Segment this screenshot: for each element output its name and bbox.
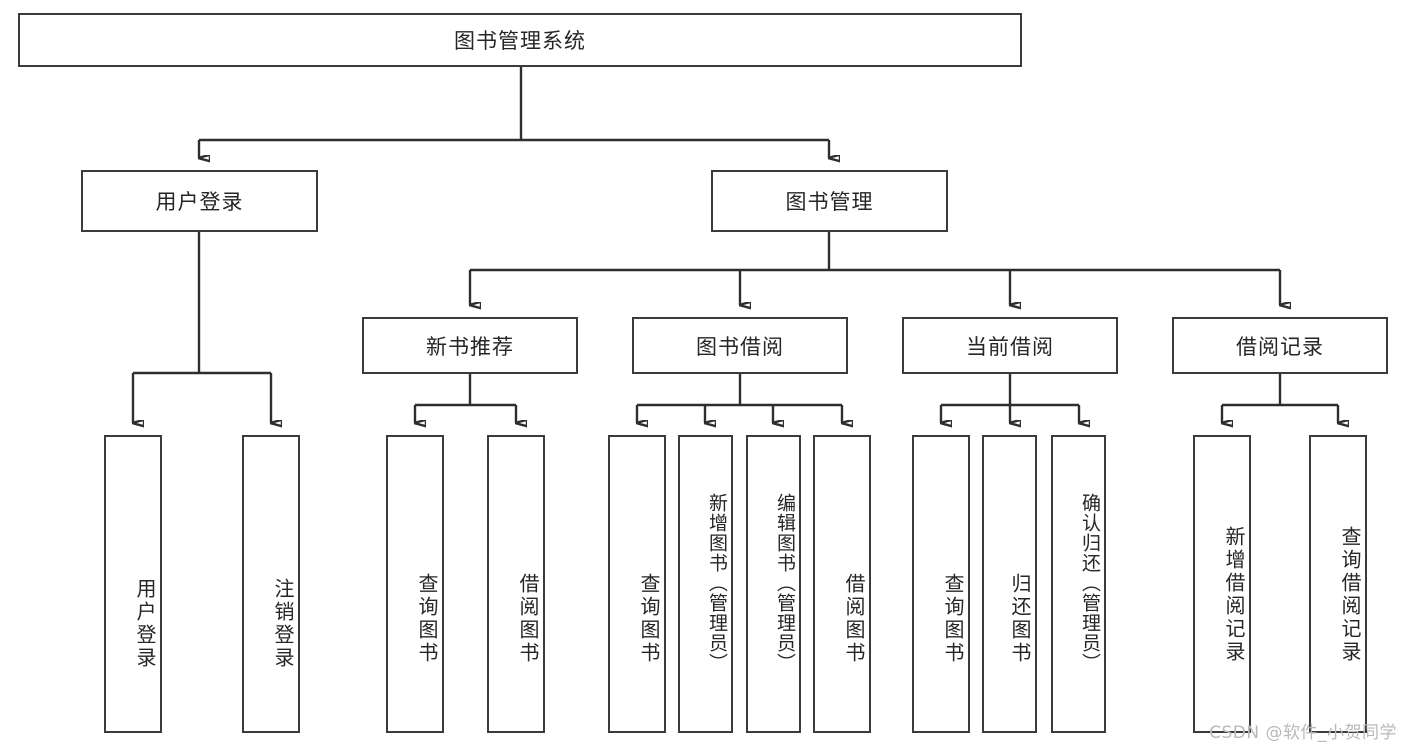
node-leaf-confirm-return-admin[interactable]: 确认归还（管理员） <box>1051 435 1106 733</box>
node-root-book-management-system[interactable]: 图书管理系统 <box>18 13 1022 67</box>
node-book-management[interactable]: 图书管理 <box>711 170 948 232</box>
node-label: 借阅记录 <box>1236 334 1324 359</box>
node-leaf-query-books-3[interactable]: 查询图书 <box>912 435 970 733</box>
node-label: 借阅图书 <box>516 572 540 665</box>
node-label: 确认归还（管理员） <box>1079 493 1101 673</box>
node-leaf-query-books-1[interactable]: 查询图书 <box>386 435 444 733</box>
node-label: 查询图书 <box>415 572 439 665</box>
node-label: 用户登录 <box>155 190 244 214</box>
node-label: 图书借阅 <box>696 334 784 359</box>
node-leaf-query-books-2[interactable]: 查询图书 <box>608 435 666 733</box>
node-leaf-borrow-books-1[interactable]: 借阅图书 <box>487 435 545 733</box>
node-label: 新增图书（管理员） <box>706 493 728 673</box>
node-label: 查询图书 <box>941 572 965 665</box>
node-label: 当前借阅 <box>966 334 1054 359</box>
node-new-book-recommendation[interactable]: 新书推荐 <box>362 317 578 374</box>
node-current-borrowing[interactable]: 当前借阅 <box>902 317 1118 374</box>
node-book-borrowing[interactable]: 图书借阅 <box>632 317 848 374</box>
node-label: 图书管理 <box>785 190 874 214</box>
node-label: 查询图书 <box>637 572 661 665</box>
node-leaf-user-login[interactable]: 用户登录 <box>104 435 162 733</box>
node-leaf-logout[interactable]: 注销登录 <box>242 435 300 733</box>
node-borrowing-record[interactable]: 借阅记录 <box>1172 317 1388 374</box>
node-user-login[interactable]: 用户登录 <box>81 170 318 232</box>
node-label: 归还图书 <box>1008 572 1032 665</box>
node-label: 新书推荐 <box>426 334 514 359</box>
node-label: 编辑图书（管理员） <box>774 493 796 673</box>
node-label: 注销登录 <box>271 577 295 670</box>
node-label: 用户登录 <box>133 577 157 670</box>
node-leaf-edit-book-admin[interactable]: 编辑图书（管理员） <box>746 435 801 733</box>
node-leaf-add-book-admin[interactable]: 新增图书（管理员） <box>678 435 733 733</box>
node-label: 查询借阅记录 <box>1338 526 1362 664</box>
node-label: 新增借阅记录 <box>1222 526 1246 664</box>
node-leaf-query-borrow-record[interactable]: 查询借阅记录 <box>1309 435 1367 733</box>
node-leaf-borrow-books-2[interactable]: 借阅图书 <box>813 435 871 733</box>
node-label: 图书管理系统 <box>454 29 586 53</box>
csdn-watermark: CSDN @软件_小贺同学 <box>1209 723 1397 743</box>
node-leaf-return-books[interactable]: 归还图书 <box>982 435 1037 733</box>
node-leaf-add-borrow-record[interactable]: 新增借阅记录 <box>1193 435 1251 733</box>
node-label: 借阅图书 <box>842 572 866 665</box>
